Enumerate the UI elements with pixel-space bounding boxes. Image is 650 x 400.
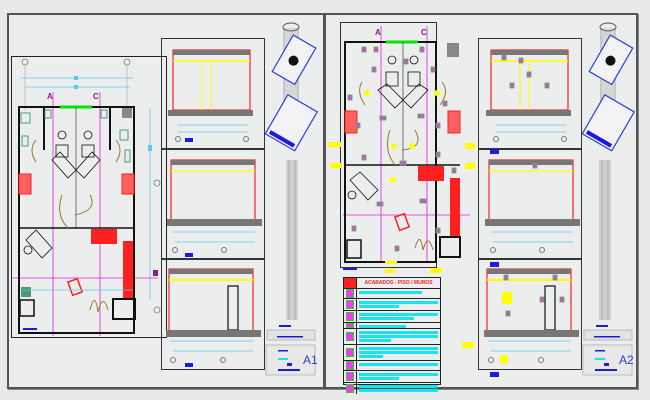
legend-row: [344, 289, 440, 299]
legend-key-header: [344, 278, 357, 288]
elevation-panel-3-a1: [161, 258, 265, 370]
legend-row: [344, 329, 440, 345]
legend-row: [344, 345, 440, 361]
legend-header: ACABADOS - PISO / MUROS: [344, 278, 440, 289]
sheet-label-a1: A1: [303, 353, 318, 367]
section-marker-a-a1: A: [47, 92, 53, 101]
legend-row: [344, 361, 440, 371]
legend-title: ACABADOS - PISO / MUROS: [364, 280, 433, 286]
finish-legend-table: ACABADOS - PISO / MUROS: [343, 277, 441, 394]
legend-row: [344, 311, 440, 323]
legend-row: [344, 371, 440, 383]
section-marker-c-a2: C: [421, 28, 427, 37]
legend-row: [344, 323, 440, 329]
elevation-panel-2-a1: [161, 148, 265, 260]
elevation-panel-3-a2: [478, 258, 582, 370]
elevation-panel-2-a2: [478, 148, 582, 260]
floor-plan-frame-a1: [11, 56, 167, 338]
elevation-panel-1-a2: [478, 38, 582, 150]
legend-row: [344, 383, 440, 394]
sheet-label-a2: A2: [619, 353, 634, 367]
section-marker-c-a1: C: [93, 92, 99, 101]
section-marker-a-a2: A: [375, 28, 381, 37]
elevation-panel-1-a1: [161, 38, 265, 150]
legend-row: [344, 299, 440, 311]
